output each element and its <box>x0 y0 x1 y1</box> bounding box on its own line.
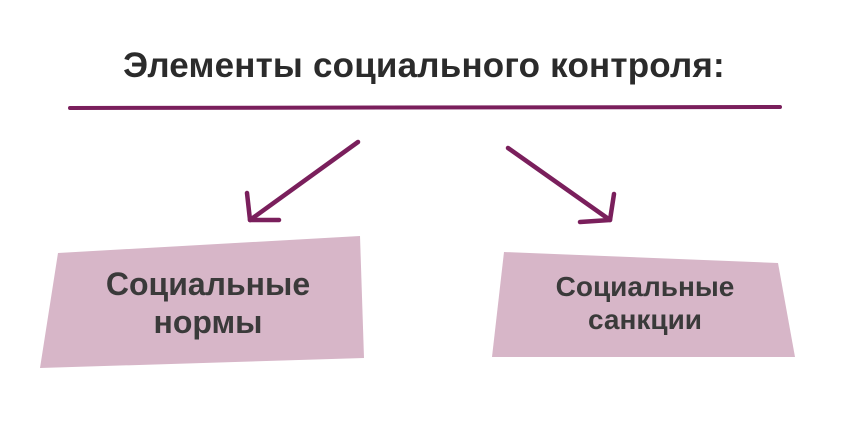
title-underline <box>68 105 782 110</box>
box-social-sanctions <box>492 252 795 357</box>
box-social-norms <box>40 236 364 368</box>
diagram-title: Элементы социального контроля: <box>123 46 725 85</box>
box-social-norms-line2: нормы <box>153 303 263 340</box>
box-social-norms-label: Социальные нормы <box>58 266 358 342</box>
box-social-sanctions-line2: санкции <box>587 304 703 336</box>
box-social-sanctions-line1: Социальные <box>555 271 735 302</box>
box-social-sanctions-label: Социальные санкции <box>500 270 790 336</box>
box-social-norms-line1: Социальные <box>105 266 311 302</box>
arrow-left <box>244 139 361 223</box>
arrow-right <box>505 145 617 225</box>
